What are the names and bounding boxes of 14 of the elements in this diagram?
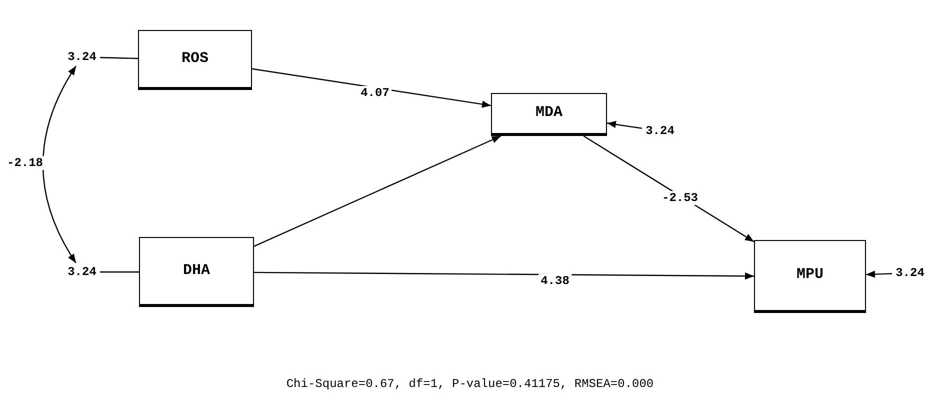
variable-box: MPU (754, 240, 866, 313)
arrow (42, 66, 77, 264)
connector-line (100, 271, 139, 273)
arrow (254, 272, 754, 280)
arrow (252, 68, 492, 108)
connector-line (100, 56, 138, 60)
arrow (254, 135, 502, 247)
variable-box: ROS (138, 30, 252, 90)
variable-box: DHA (139, 237, 254, 307)
variable-box: MDA (491, 93, 607, 136)
caption: Chi-Square=0.67, df=1, P-value=0.41175, RMSEA=0.000 (285, 376, 655, 393)
arrow (583, 136, 754, 242)
arrow (866, 270, 892, 278)
arrow (606, 120, 642, 129)
